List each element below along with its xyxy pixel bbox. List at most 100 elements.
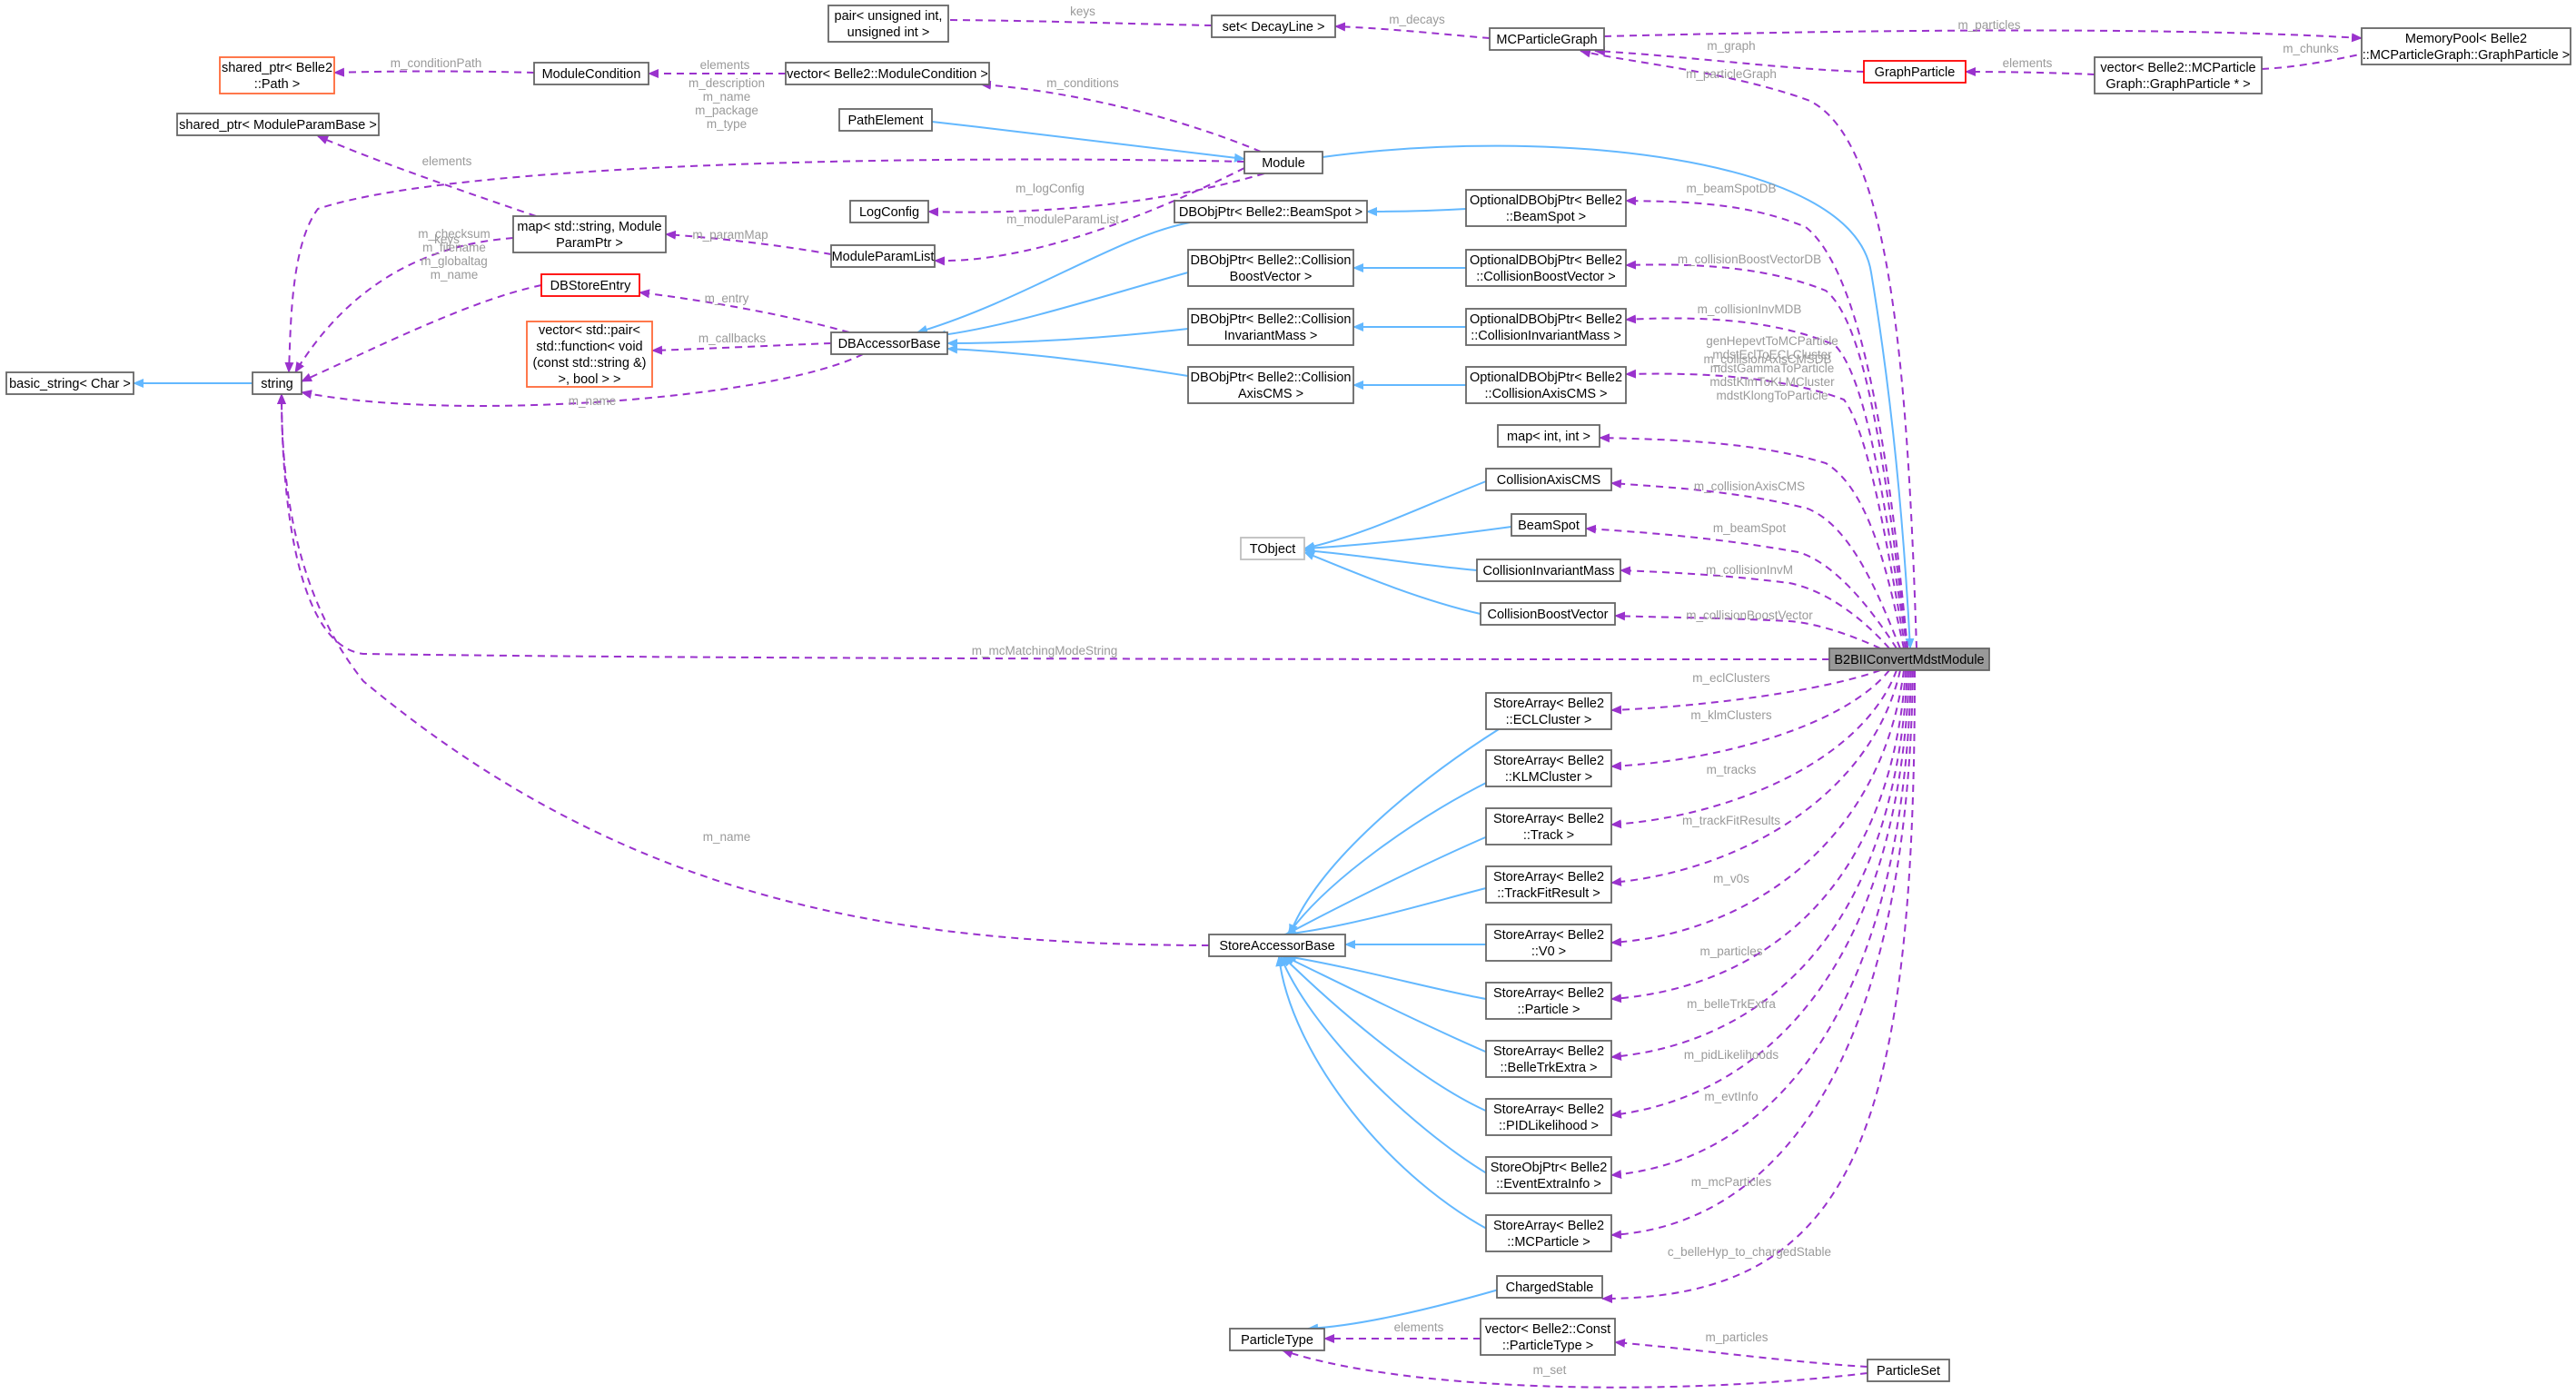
class-node-dbobj-cac[interactable]: DBObjPtr< Belle2::CollisionAxisCMS > bbox=[1187, 366, 1354, 404]
class-node-opt-bs[interactable]: OptionalDBObjPtr< Belle2::BeamSpot > bbox=[1465, 189, 1627, 227]
edge-label: m_trackFitResults bbox=[1682, 814, 1780, 827]
class-node-module[interactable]: Module bbox=[1243, 151, 1323, 174]
class-name-line: TObject bbox=[1250, 542, 1296, 557]
class-node-collaxis[interactable]: CollisionAxisCMS bbox=[1485, 468, 1612, 491]
class-name-line: pair< unsigned int, bbox=[835, 9, 943, 24]
member-edge-b2bii_beamspot: m_beamSpot bbox=[1585, 521, 1897, 649]
class-node-vecgp[interactable]: vector< Belle2::MCParticleGraph::GraphPa… bbox=[2094, 56, 2263, 94]
class-node-collboost[interactable]: CollisionBoostVector bbox=[1480, 602, 1616, 626]
class-node-logconfig[interactable]: LogConfig bbox=[849, 200, 929, 223]
member-edge-b2bii_sav0: m_v0s bbox=[1610, 669, 1905, 947]
class-node-modcond[interactable]: ModuleCondition bbox=[533, 62, 649, 85]
class-node-modparamlist[interactable]: ModuleParamList bbox=[830, 244, 936, 268]
edge-label: m_pidLikelihoods bbox=[1684, 1048, 1779, 1062]
class-node-graphparticle[interactable]: GraphParticle bbox=[1863, 60, 1967, 84]
edge-line bbox=[916, 222, 1191, 334]
class-node-sa-ecl[interactable]: StoreArray< Belle2::ECLCluster > bbox=[1485, 692, 1612, 730]
class-name-line: StoreAccessorBase bbox=[1219, 939, 1334, 954]
class-box bbox=[1497, 424, 1600, 448]
class-node-vecmodcond[interactable]: vector< Belle2::ModuleCondition > bbox=[785, 62, 990, 85]
class-node-pair[interactable]: pair< unsigned int,unsigned int > bbox=[827, 5, 949, 43]
class-node-storeaccessor[interactable]: StoreAccessorBase bbox=[1208, 934, 1346, 957]
class-name-line: OptionalDBObjPtr< Belle2 bbox=[1470, 193, 1622, 208]
class-name-line: GraphParticle bbox=[1875, 65, 1956, 80]
edge-line bbox=[1610, 479, 1901, 649]
class-node-string[interactable]: string bbox=[252, 371, 302, 395]
class-node-dbobj-cim[interactable]: DBObjPtr< Belle2::CollisionInvariantMass… bbox=[1187, 308, 1354, 346]
class-node-chargedstable[interactable]: ChargedStable bbox=[1496, 1275, 1603, 1299]
member-edge-b2bii_mcpg: m_particleGraph bbox=[1580, 48, 1917, 649]
class-node-so-eei[interactable]: StoreObjPtr< Belle2::EventExtraInfo > bbox=[1485, 1156, 1612, 1194]
class-name-line: B2BIIConvertMdstModule bbox=[1834, 653, 1984, 667]
class-node-dbstoreentry[interactable]: DBStoreEntry bbox=[540, 273, 640, 297]
class-node-sa-tfr[interactable]: StoreArray< Belle2::TrackFitResult > bbox=[1485, 865, 1612, 904]
class-name-line: ::TrackFitResult > bbox=[1497, 886, 1600, 901]
member-edge-b2bii_collinv: m_collisionInvM bbox=[1620, 563, 1890, 649]
class-node-mcpg[interactable]: MCParticleGraph bbox=[1489, 27, 1605, 51]
edge-label: keys bbox=[1070, 5, 1095, 18]
inheritance-edge-saklm_sab bbox=[1287, 780, 1491, 935]
class-name-line: shared_ptr< Belle2 bbox=[222, 61, 332, 75]
class-box bbox=[1496, 1275, 1603, 1299]
edge-line bbox=[1287, 780, 1491, 935]
class-node-vecconst[interactable]: vector< Belle2::Const::ParticleType > bbox=[1480, 1318, 1616, 1356]
edge-label: keys bbox=[434, 232, 460, 246]
class-node-tobject[interactable]: TObject bbox=[1240, 537, 1305, 560]
class-node-basicstring[interactable]: basic_string< Char > bbox=[5, 371, 134, 395]
member-edge-b2bii_saparticle: m_particles bbox=[1610, 669, 1907, 1003]
class-node-sa-klm[interactable]: StoreArray< Belle2::KLMCluster > bbox=[1485, 749, 1612, 787]
edge-label: m_beamSpot bbox=[1713, 521, 1787, 535]
class-name-line: (const std::string &) bbox=[533, 356, 647, 371]
edge-line bbox=[1275, 955, 1500, 1236]
class-name-line: DBObjPtr< Belle2::Collision bbox=[1191, 312, 1352, 327]
class-name-line: ::Path > bbox=[254, 77, 300, 92]
class-node-opt-cbv[interactable]: OptionalDBObjPtr< Belle2::CollisionBoost… bbox=[1465, 249, 1627, 287]
class-node-pathelem[interactable]: PathElement bbox=[838, 108, 933, 132]
edge-label: m_name bbox=[569, 394, 617, 408]
class-node-dbobj-bs[interactable]: DBObjPtr< Belle2::BeamSpot > bbox=[1174, 200, 1368, 223]
edge-label: m_logConfig bbox=[1016, 182, 1085, 195]
class-node-sp-path[interactable]: shared_ptr< Belle2::Path > bbox=[219, 56, 335, 94]
class-name-line: StoreArray< Belle2 bbox=[1493, 1219, 1604, 1233]
class-box bbox=[526, 321, 653, 388]
class-box bbox=[1485, 924, 1612, 962]
class-node-sa-pid[interactable]: StoreArray< Belle2::PIDLikelihood > bbox=[1485, 1098, 1612, 1136]
class-name-line: StoreArray< Belle2 bbox=[1493, 697, 1604, 711]
member-edge-mapparam_spmpb: elements bbox=[317, 135, 537, 217]
class-node-opt-cim[interactable]: OptionalDBObjPtr< Belle2::CollisionInvar… bbox=[1465, 308, 1627, 346]
member-edge-dbaccessor_vecpair: m_callbacks bbox=[651, 331, 832, 355]
class-node-particletype[interactable]: ParticleType bbox=[1229, 1328, 1325, 1351]
edge-line bbox=[1614, 611, 1881, 649]
class-node-vecpair[interactable]: vector< std::pair<std::function< void(co… bbox=[526, 321, 653, 388]
class-node-dbaccessor[interactable]: DBAccessorBase bbox=[830, 331, 948, 355]
class-node-sa-particle[interactable]: StoreArray< Belle2::Particle > bbox=[1485, 982, 1612, 1020]
edge-line bbox=[1280, 955, 1491, 1176]
class-node-collinv[interactable]: CollisionInvariantMass bbox=[1476, 559, 1621, 582]
class-node-particleset[interactable]: ParticleSet bbox=[1867, 1359, 1950, 1382]
class-node-dbobj-cbv[interactable]: DBObjPtr< Belle2::CollisionBoostVector > bbox=[1187, 249, 1354, 287]
class-node-setdecay[interactable]: set< DecayLine > bbox=[1211, 15, 1336, 38]
edge-line bbox=[1580, 48, 1917, 649]
class-node-opt-cac[interactable]: OptionalDBObjPtr< Belle2::CollisionAxisC… bbox=[1465, 366, 1627, 404]
edge-label: m_description bbox=[689, 76, 765, 90]
class-name-line: ParticleSet bbox=[1877, 1364, 1940, 1379]
class-node-beamspot[interactable]: BeamSpot bbox=[1511, 513, 1587, 537]
member-edge-module_vecmc: m_conditions bbox=[980, 76, 1262, 153]
edge-label: m_tracks bbox=[1707, 763, 1757, 776]
class-box bbox=[1867, 1359, 1950, 1382]
class-node-mempool[interactable]: MemoryPool< Belle2::MCParticleGraph::Gra… bbox=[2361, 27, 2571, 65]
class-node-sa-bte[interactable]: StoreArray< Belle2::BelleTrkExtra > bbox=[1485, 1040, 1612, 1078]
class-node-mapint[interactable]: map< int, int > bbox=[1497, 424, 1600, 448]
inheritance-edge-beamspot_tobject bbox=[1303, 526, 1512, 553]
class-node-sa-mcp[interactable]: StoreArray< Belle2::MCParticle > bbox=[1485, 1214, 1612, 1252]
class-node-b2bii[interactable]: B2BIIConvertMdstModule bbox=[1828, 648, 1990, 671]
member-edge-ps_vecconst: m_particles bbox=[1614, 1330, 1868, 1368]
class-node-sa-v0[interactable]: StoreArray< Belle2::V0 > bbox=[1485, 924, 1612, 962]
class-node-sp-mpb[interactable]: shared_ptr< ModuleParamBase > bbox=[176, 113, 380, 136]
edge-line bbox=[1625, 369, 1907, 649]
edge-label: m_package bbox=[695, 104, 758, 117]
edge-line bbox=[1610, 669, 1881, 715]
class-node-sa-track[interactable]: StoreArray< Belle2::Track > bbox=[1485, 807, 1612, 845]
